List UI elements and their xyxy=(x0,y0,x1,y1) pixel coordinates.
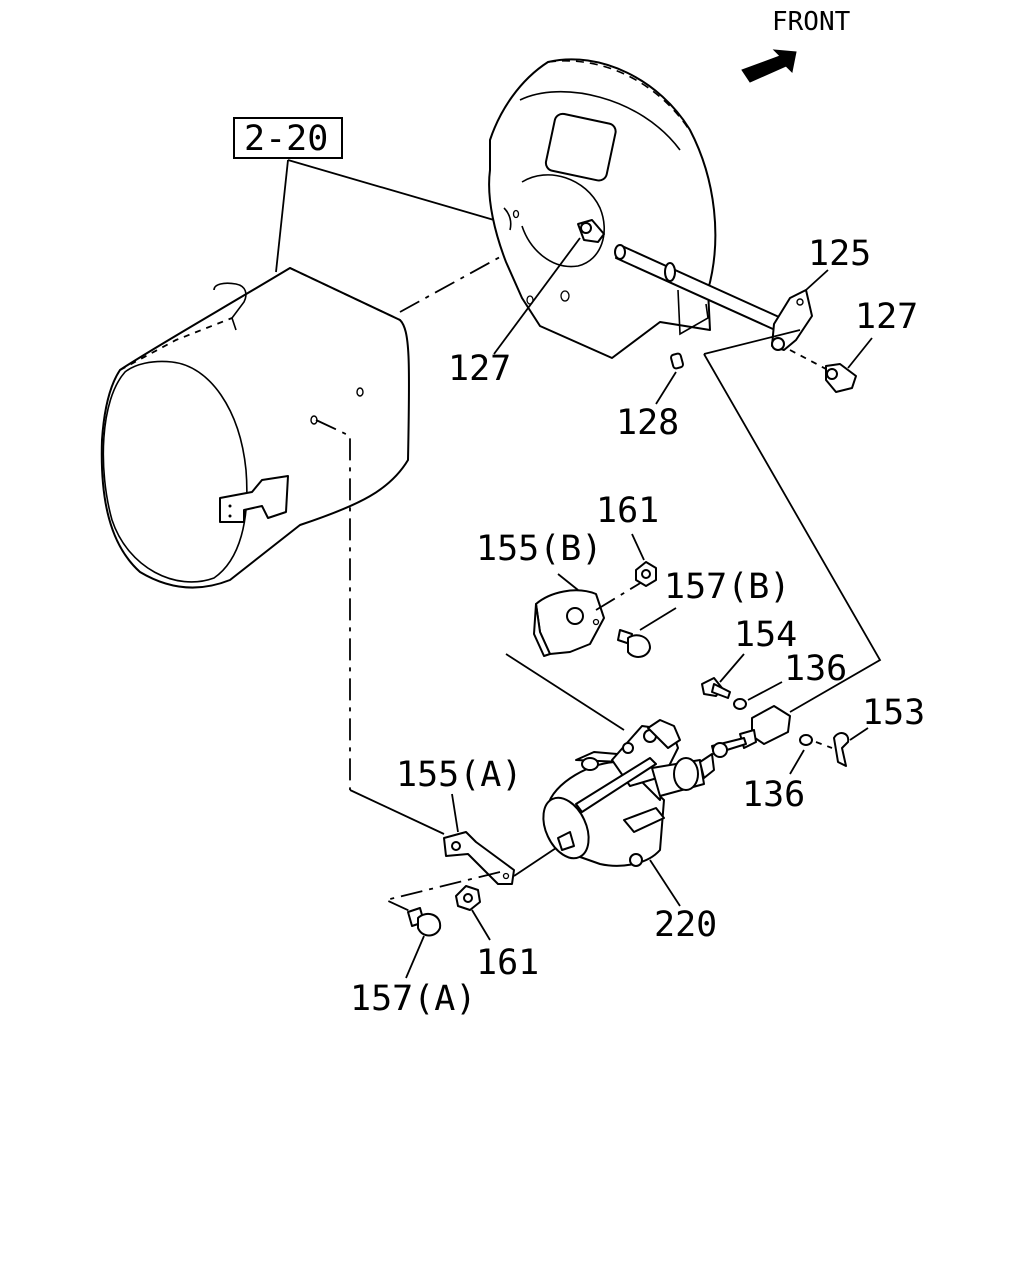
reference-leader-a xyxy=(275,159,289,273)
front-arrow-icon xyxy=(741,49,797,83)
leader-161-bottom xyxy=(471,909,491,941)
leader-128 xyxy=(655,371,677,405)
leader-157b xyxy=(639,607,677,631)
callout-155a: 155(A) xyxy=(396,755,522,795)
callout-136-lower: 136 xyxy=(742,775,805,815)
leader-155b xyxy=(557,573,579,591)
part-220-clutch-booster xyxy=(542,719,715,867)
leader-125 xyxy=(805,269,829,291)
leader-220 xyxy=(649,859,681,907)
leader-153 xyxy=(849,727,869,741)
part-127-right-bolt xyxy=(789,349,857,393)
callout-220: 220 xyxy=(654,905,717,945)
callout-161-bottom: 161 xyxy=(476,943,539,983)
assy-line-top xyxy=(703,329,801,355)
leader-157a xyxy=(405,935,425,979)
part-128-pin xyxy=(670,352,684,370)
transmission-housing xyxy=(100,267,411,589)
callout-155b: 155(B) xyxy=(476,529,602,569)
booster-mount-line xyxy=(513,847,557,877)
part-161-top-nut xyxy=(595,561,657,611)
reference-leader-b xyxy=(287,159,495,221)
leader-136-upper xyxy=(747,681,783,701)
leader-127-right xyxy=(847,337,873,369)
front-label: FRONT xyxy=(772,7,851,37)
clutch-housing xyxy=(488,58,717,359)
part-136-lower-washer xyxy=(799,734,813,746)
assy-line-right xyxy=(703,353,882,713)
callout-161-top: 161 xyxy=(596,491,659,531)
callout-154: 154 xyxy=(734,615,797,655)
reference-box: 2-20 xyxy=(233,117,343,159)
callout-125: 125 xyxy=(808,234,871,274)
leader-136-lower xyxy=(789,749,805,775)
callout-136-upper: 136 xyxy=(784,649,847,689)
reference-code: 2-20 xyxy=(244,119,328,159)
callout-153: 153 xyxy=(862,693,925,733)
callout-127-center: 127 xyxy=(448,349,511,389)
part-157a-bolt xyxy=(383,871,501,937)
part-clevis-yoke xyxy=(711,705,791,758)
part-157b-bolt xyxy=(617,629,651,658)
leader-154 xyxy=(719,653,745,683)
bracket-b-line xyxy=(505,653,625,731)
leader-127-center xyxy=(493,237,581,355)
part-154-bolt xyxy=(701,677,731,699)
part-153-split-pin xyxy=(815,732,850,767)
part-161-bottom-nut xyxy=(455,885,481,911)
part-125-lever xyxy=(771,289,813,351)
part-155b-bracket xyxy=(533,589,605,657)
leader-155a xyxy=(451,793,459,833)
part-155a-bracket xyxy=(443,831,515,885)
callout-157a: 157(A) xyxy=(350,979,476,1019)
housing-to-bracket-line xyxy=(315,419,351,790)
bracket-a-line xyxy=(349,789,445,835)
callout-157b: 157(B) xyxy=(664,567,790,607)
leader-161-top xyxy=(631,533,645,561)
callout-128: 128 xyxy=(616,403,679,443)
part-136-upper-washer xyxy=(733,698,747,710)
callout-127-right: 127 xyxy=(855,297,918,337)
part-127-center-bolt xyxy=(577,219,605,243)
